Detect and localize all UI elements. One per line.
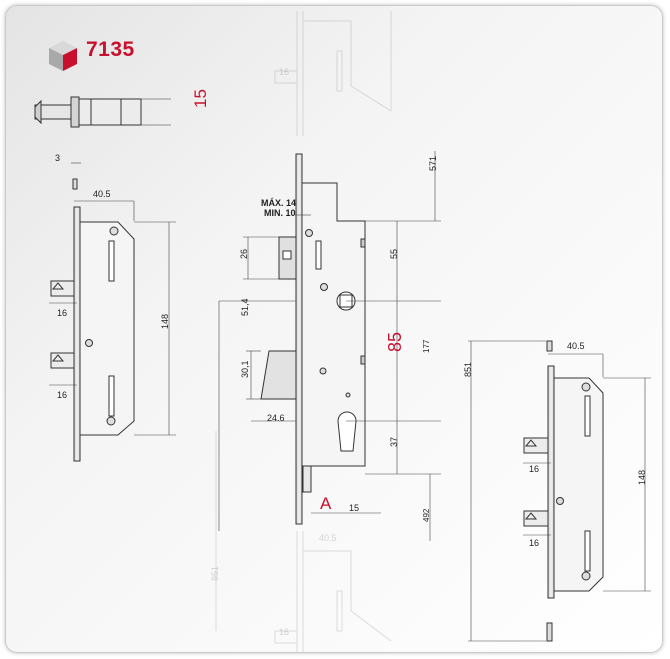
ghost-drawing <box>215 11 392 652</box>
dim-30-1: 30,1 <box>240 360 250 378</box>
dim-55: 55 <box>389 249 399 259</box>
lock-center-dims <box>218 151 441 541</box>
ghost-dim-16-bottom: 16 <box>279 627 289 637</box>
dim-37: 37 <box>389 437 399 447</box>
dim-148-right: 148 <box>637 470 647 485</box>
lock-left-dims <box>49 162 176 436</box>
lock-left-labels: 3 40.5 16 16 148 <box>55 153 170 400</box>
dim-26: 26 <box>239 249 249 259</box>
dim-16-right-top: 16 <box>529 464 539 474</box>
ghost-dim-16-top: 16 <box>279 67 289 77</box>
dim-3: 3 <box>55 153 60 163</box>
latch-side-view <box>34 96 171 128</box>
dim-492: 492 <box>422 508 431 522</box>
dim-571: 571 <box>428 156 438 171</box>
cube-logo-icon <box>49 41 77 71</box>
dim-15-bottom: 15 <box>349 503 359 513</box>
drawing-card: 16 40.5 16 851 15 <box>5 5 663 653</box>
min-10-label: MIN. 10 <box>264 208 296 218</box>
letter-a: A <box>320 494 332 513</box>
dim-40-5-right: 40.5 <box>567 341 585 351</box>
max-14-label: MÁX. 14 <box>261 198 296 208</box>
ghost-dim-851: 851 <box>210 566 220 581</box>
ghost-labels: 16 40.5 16 851 <box>210 67 337 637</box>
ghost-dim-40-5: 40.5 <box>319 533 337 543</box>
dim-51-4: 51,4 <box>240 298 250 316</box>
dim-24-6: 24.6 <box>267 413 285 423</box>
dim-15-top: 15 <box>191 89 210 108</box>
dim-16-left-bottom: 16 <box>57 390 67 400</box>
lock-left <box>50 178 135 462</box>
dim-40-5-left: 40.5 <box>93 189 111 199</box>
product-code: 7135 <box>86 38 135 61</box>
dim-16-left-top: 16 <box>57 308 67 318</box>
lock-right <box>523 340 604 642</box>
technical-drawing: 16 40.5 16 851 15 <box>34 11 651 652</box>
dim-85: 85 <box>385 332 405 352</box>
lock-right-dims <box>468 340 651 642</box>
dim-16-right-bottom: 16 <box>529 538 539 548</box>
dim-851: 851 <box>463 362 473 377</box>
dim-148-left: 148 <box>160 314 170 329</box>
lock-center <box>260 153 366 525</box>
lock-center-labels: MÁX. 14 MIN. 10 571 26 55 51,4 177 30,1 … <box>239 156 438 522</box>
lock-right-labels: 40.5 148 851 16 16 <box>463 341 647 548</box>
dim-177: 177 <box>422 339 431 353</box>
